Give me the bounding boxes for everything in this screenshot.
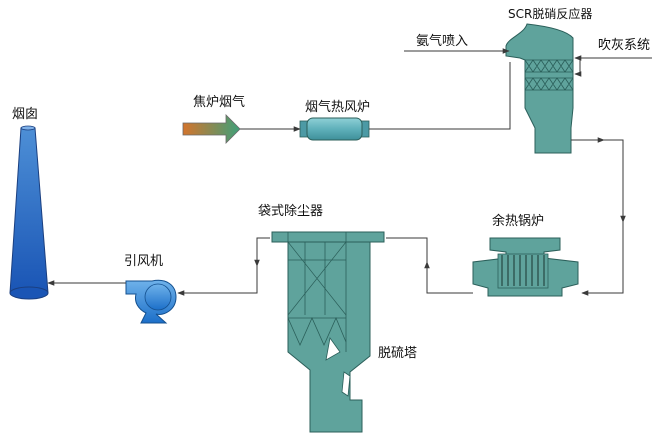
chimney-top	[20, 125, 36, 131]
chimney-label: 烟囱	[12, 107, 38, 122]
coke-gas-label: 焦炉烟气	[193, 94, 245, 110]
flow-bag-filter-out	[254, 237, 270, 267]
scr-reactor-label: SCR脱硝反应器	[508, 6, 592, 21]
scr-reactor	[505, 23, 574, 154]
chimney	[9, 125, 49, 300]
flow-to-fan	[177, 266, 258, 296]
gas-inlet-arrow-icon	[182, 114, 241, 144]
flow-boiler-out	[424, 261, 473, 294]
induced-fan	[125, 279, 177, 324]
gas-inlet-arrow	[182, 114, 241, 144]
flow-furnace-to-scr	[369, 62, 511, 130]
waste-heat-boiler	[472, 237, 579, 297]
soot-blowing-label: 吹灰系统	[598, 38, 650, 53]
flow-to-bag-filter	[386, 237, 428, 262]
desulfurization-tower-label: 脱硫塔	[378, 346, 417, 361]
soot-branch-line	[574, 58, 582, 77]
bag-filter	[271, 231, 385, 433]
flow-scr-down	[604, 139, 626, 223]
chimney-base	[9, 286, 49, 300]
hot-air-furnace-label: 烟气热风炉	[305, 99, 370, 115]
bag-filter-label: 袋式除尘器	[258, 204, 323, 219]
chimney-icon	[9, 127, 49, 294]
ammonia-injection-label: 氨气喷入	[416, 33, 468, 49]
waste-heat-boiler-label: 余热锅炉	[492, 213, 544, 229]
flow-to-boiler	[581, 222, 624, 296]
hot-air-furnace	[299, 117, 370, 141]
induced-fan-label: 引风机	[124, 254, 163, 269]
